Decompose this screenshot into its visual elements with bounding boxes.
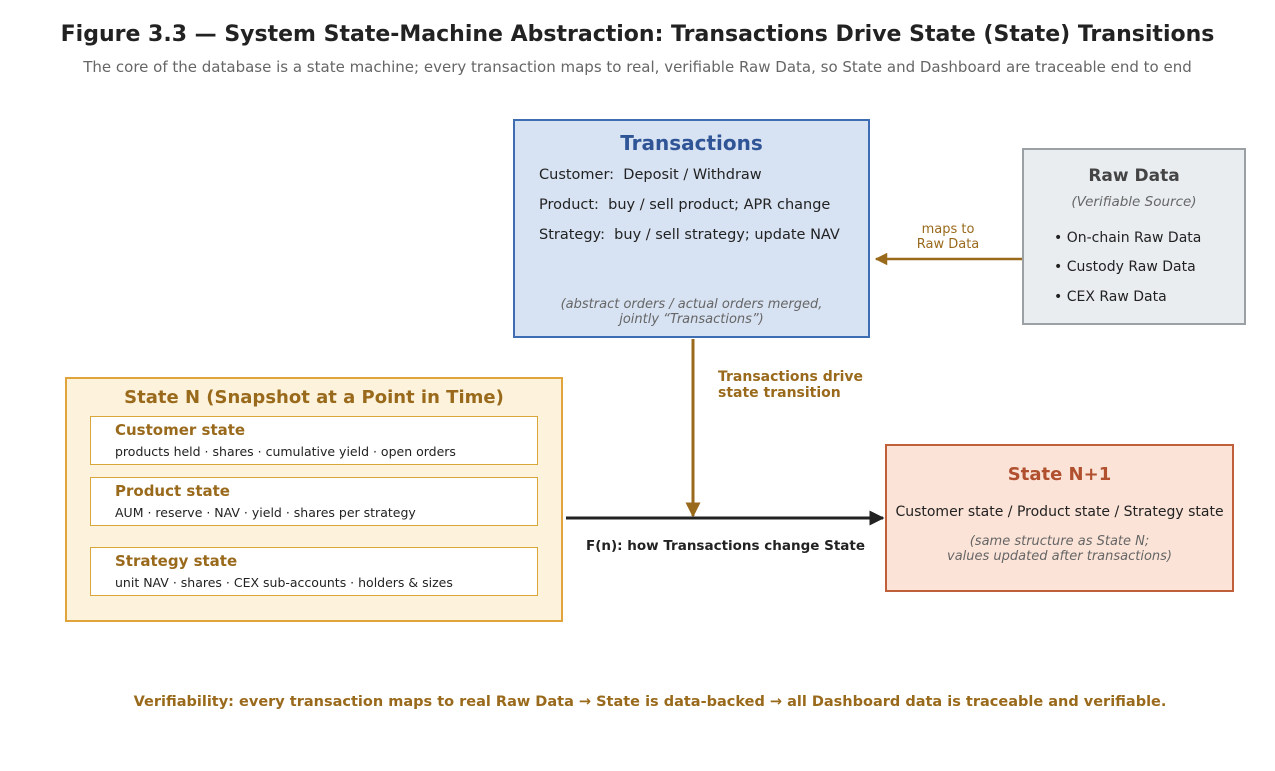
state-n1-note-line1: (same structure as State N;	[969, 534, 1150, 549]
product-state-desc: AUM · reserve · NAV · yield · shares per…	[115, 505, 416, 520]
state-n1-desc: Customer state / Product state / Strateg…	[895, 504, 1224, 520]
product-state-box: Product state AUM · reserve · NAV · yiel…	[90, 477, 538, 526]
figure-subtitle: The core of the database is a state mach…	[83, 58, 1192, 76]
state-n1-note-line2: values updated after transactions)	[947, 549, 1172, 564]
raw-data-item-onchain: • On-chain Raw Data	[1054, 230, 1202, 246]
state-n-box: State N (Snapshot at a Point in Time) Cu…	[65, 377, 563, 622]
customer-state-box: Customer state products held · shares · …	[90, 416, 538, 465]
transactions-title: Transactions	[620, 131, 763, 155]
state-n1-box: State N+1 Customer state / Product state…	[885, 444, 1234, 592]
transactions-line-product: Product: buy / sell product; APR change	[539, 197, 831, 213]
state-n1-note: (same structure as State N; values updat…	[887, 534, 1232, 564]
strategy-state-desc: unit NAV · shares · CEX sub-accounts · h…	[115, 575, 453, 590]
raw-data-item-cex: • CEX Raw Data	[1054, 289, 1167, 305]
customer-state-title: Customer state	[115, 421, 246, 439]
transactions-line-strategy: Strategy: buy / sell strategy; update NA…	[539, 227, 840, 243]
raw-data-item-custody: • Custody Raw Data	[1054, 259, 1196, 275]
transactions-box: Transactions Customer: Deposit / Withdra…	[513, 119, 870, 338]
transactions-drive-label: Transactions drive state transition	[718, 369, 863, 401]
maps-to-raw-data-label: maps to Raw Data	[898, 222, 998, 252]
drive-label-line1: Transactions drive	[718, 369, 864, 385]
figure-title: Figure 3.3 — System State-Machine Abstra…	[60, 22, 1215, 47]
transactions-note: (abstract orders / actual orders merged,…	[515, 297, 868, 327]
transactions-note-line2: jointly “Transactions”)	[619, 312, 764, 327]
maps-label-line2: Raw Data	[916, 237, 980, 252]
customer-state-desc: products held · shares · cumulative yiel…	[115, 444, 456, 459]
fn-transition-label: F(n): how Transactions change State	[586, 538, 866, 554]
transactions-note-line1: (abstract orders / actual orders merged,	[560, 297, 823, 312]
strategy-state-title: Strategy state	[115, 552, 238, 570]
raw-data-subtitle: (Verifiable Source)	[1071, 194, 1197, 210]
product-state-title: Product state	[115, 482, 230, 500]
state-n-title: State N (Snapshot at a Point in Time)	[124, 387, 504, 408]
transactions-line-customer: Customer: Deposit / Withdraw	[539, 167, 762, 183]
maps-label-line1: maps to	[921, 222, 975, 237]
raw-data-title: Raw Data	[1088, 166, 1180, 186]
strategy-state-box: Strategy state unit NAV · shares · CEX s…	[90, 547, 538, 596]
raw-data-box: Raw Data (Verifiable Source) • On-chain …	[1022, 148, 1246, 325]
state-n1-title: State N+1	[1007, 464, 1112, 485]
drive-label-line2: state transition	[718, 385, 841, 401]
verifiability-footer: Verifiability: every transaction maps to…	[133, 694, 1167, 710]
